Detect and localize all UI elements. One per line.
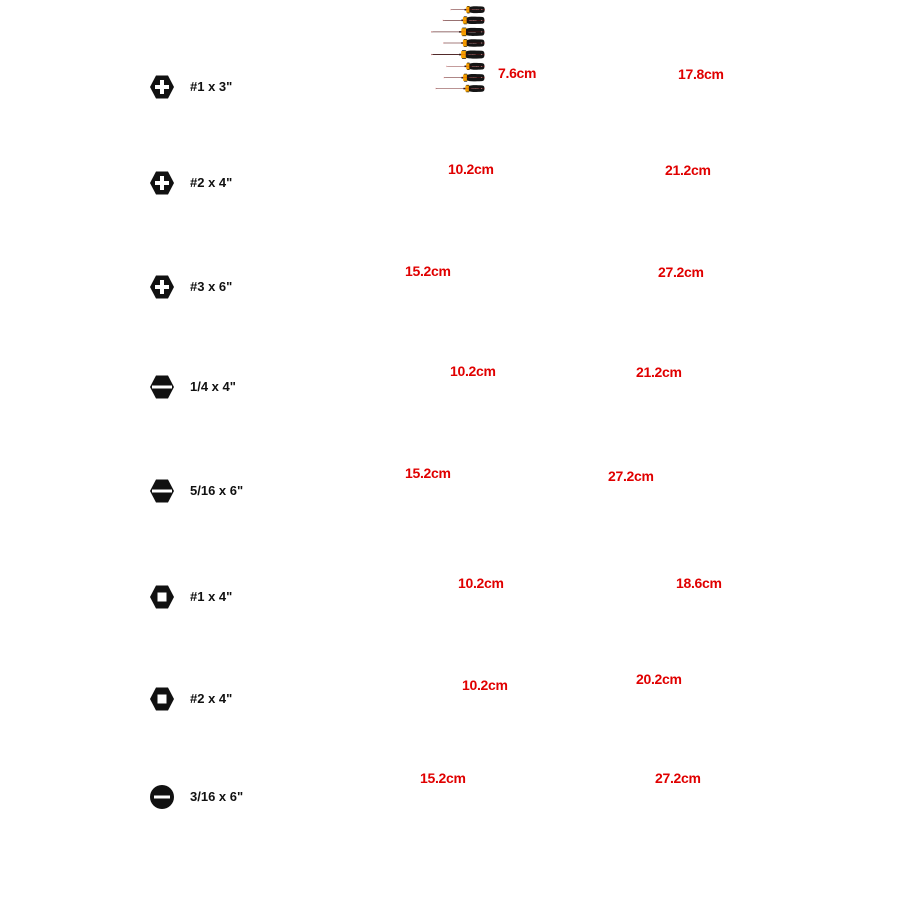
screwdriver-image: TOUGHBUILT	[435, 84, 485, 93]
screwdriver-row: #1 x 4" TOUGHBUILT 10.2cm 18.6cm	[0, 0, 900, 609]
grip-cap-bottom	[463, 23, 467, 25]
total-length-label: 27.2cm	[655, 770, 701, 786]
total-length-label: 27.2cm	[608, 468, 654, 484]
total-length-label: 20.2cm	[636, 671, 682, 687]
screwdriver-image: TOUGHBUILT	[431, 27, 485, 37]
shaft-length-label: 10.2cm	[448, 161, 494, 177]
slotted-round-icon	[149, 784, 175, 810]
total-length-label: 21.2cm	[665, 162, 711, 178]
shaft-length-label: 15.2cm	[405, 465, 451, 481]
grip-cap-top	[463, 39, 467, 40]
grip-cap-top	[463, 16, 467, 18]
screwdriver-row: #3 x 6" TOUGHBUILT 15.2cm 27.2cm	[0, 0, 900, 299]
total-length-label: 21.2cm	[636, 364, 682, 380]
grip-cap-top	[467, 62, 470, 64]
screwdriver-image: TOUGHBUILT	[446, 62, 485, 71]
grip-cap-bottom	[464, 80, 468, 82]
slotted-icon	[149, 478, 175, 504]
total-length-label: 27.2cm	[658, 264, 704, 280]
screwdriver-image: TOUGHBUILT	[431, 50, 485, 59]
screwdriver-image: TOUGHBUILT	[450, 5, 485, 14]
phillips-icon	[149, 170, 175, 196]
shaft-length-label: 15.2cm	[420, 770, 466, 786]
brand-logo: TOUGHBUILT	[468, 54, 476, 56]
size-label: #2 x 4"	[190, 175, 233, 190]
total-length-label: 18.6cm	[676, 575, 722, 591]
grip-cap-bottom	[463, 46, 467, 47]
shaft-length-label: 15.2cm	[405, 263, 451, 279]
grip-cap-bottom	[467, 12, 470, 14]
shaft-length-label: 10.2cm	[458, 575, 504, 591]
brand-logo: TOUGHBUILT	[469, 20, 477, 22]
screwdriver-row: 3/16 x 6" TOUGHBUILT 15.2cm 27.2cm	[0, 0, 900, 809]
screwdriver-image: TOUGHBUILT	[443, 73, 485, 82]
grip-cap-bottom	[462, 35, 467, 37]
slotted-icon	[149, 374, 175, 400]
grip-cap-top	[466, 84, 470, 86]
grip-cap-top	[464, 73, 468, 75]
brand-logo: TOUGHBUILT	[471, 88, 479, 90]
screwdriver-image: TOUGHBUILT	[443, 39, 485, 47]
screwdriver-image: TOUGHBUILT	[442, 16, 485, 25]
brand-logo: TOUGHBUILT	[472, 66, 480, 68]
brand-logo: TOUGHBUILT	[469, 77, 477, 79]
grip-cap-top	[467, 5, 470, 7]
phillips-icon	[149, 274, 175, 300]
square-icon	[149, 584, 175, 610]
size-label: #1 x 3"	[190, 79, 233, 94]
brand-logo: TOUGHBUILT	[468, 31, 476, 33]
size-label: #3 x 6"	[190, 279, 233, 294]
total-length-label: 17.8cm	[678, 66, 724, 82]
screwdriver-row: #1 x 3" TOUGHBUILT 7.6cm 17.8cm	[0, 0, 900, 100]
screwdriver-row: 1/4 x 4" TOUGHBUILT 10.2cm 21.2cm	[0, 0, 900, 399]
grip-cap-bottom	[462, 58, 466, 59]
screwdriver-row: #2 x 4" TOUGHBUILT 10.2cm 20.2cm	[0, 0, 900, 711]
grip-cap-top	[462, 27, 467, 29]
screwdriver-row: #2 x 4" TOUGHBUILT 10.2cm 21.2cm	[0, 0, 900, 195]
brand-logo: TOUGHBUILT	[472, 9, 480, 11]
size-label: #2 x 4"	[190, 691, 233, 706]
shaft-length-label: 10.2cm	[450, 363, 496, 379]
size-label: 1/4 x 4"	[190, 379, 236, 394]
brand-logo: TOUGHBUILT	[469, 42, 477, 44]
shaft-length-label: 7.6cm	[498, 65, 537, 81]
size-label: 3/16 x 6"	[190, 789, 244, 804]
grip-cap-top	[462, 50, 466, 51]
screwdriver-row: 5/16 x 6" TOUGHBUILT 15.2cm 27.2cm	[0, 0, 900, 503]
grip-cap-bottom	[466, 91, 470, 93]
square-icon	[149, 686, 175, 712]
phillips-icon	[149, 74, 175, 100]
grip-cap-bottom	[467, 69, 470, 71]
size-label: 5/16 x 6"	[190, 483, 244, 498]
size-label: #1 x 4"	[190, 589, 233, 604]
shaft-length-label: 10.2cm	[462, 677, 508, 693]
